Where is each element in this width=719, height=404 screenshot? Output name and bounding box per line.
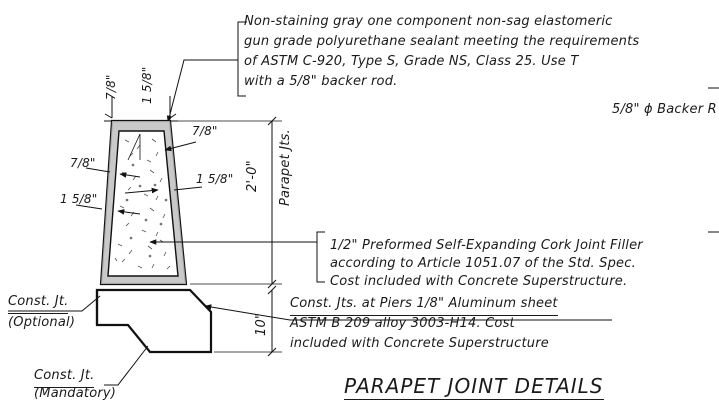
piers-note-line-3: included with Concrete Superstructure (290, 336, 549, 351)
cork-note-line-1: 1/2" Preformed Self-Expanding Cork Joint… (330, 238, 643, 253)
top-inner-arrows (127, 133, 141, 161)
sealant-note-line-3: of ASTM C-920, Type S, Grade NS, Class 2… (244, 54, 579, 69)
deck-base-outline (95, 288, 213, 354)
const-jt-optional-leader (8, 295, 101, 312)
cork-filler (114, 138, 171, 270)
sealant-leader (166, 59, 238, 123)
drawing-title: PARAPET JOINT DETAILS (344, 374, 604, 400)
sealant-note-line-2: gun grade polyurethane sealant meeting t… (244, 34, 640, 49)
parapet-jts-label: Parapet Jts. (278, 129, 293, 206)
cork-note-line-2: according to Article 1051.07 of the Std.… (330, 256, 636, 271)
left-7-8-arrows (85, 168, 141, 177)
top-dim-tick-left (104, 96, 113, 119)
sealant-note-bracket (237, 21, 247, 97)
dim-top-right: 1 5/8" (140, 66, 154, 104)
dim-left-1-5-8: 1 5/8" (60, 192, 98, 206)
dim-left-7-8: 7/8" (70, 156, 96, 170)
sealant-note-line-4: with a 5/8" backer rod. (244, 74, 398, 89)
piers-note-line-1: Const. Jts. at Piers 1/8" Aluminum sheet (290, 294, 558, 316)
sealant-note-line-1: Non-staining gray one component non-sag … (244, 14, 613, 29)
cork-note-bracket (316, 231, 325, 283)
piers-leader (204, 304, 612, 321)
dim-10-label: 10" (254, 312, 269, 336)
sealant-inner-line (107, 130, 179, 277)
const-jt-mandatory-label: Const. Jt. (34, 366, 95, 388)
inner-right-arrow (164, 141, 197, 152)
cork-note-line-3: Cost included with Concrete Superstructu… (330, 274, 628, 289)
const-jt-optional-label: Const. Jt. (8, 292, 69, 314)
dim-top-left: 7/8" (104, 74, 118, 100)
piers-note-line-2: ASTM B 209 alloy 3003-H14. Cost (290, 316, 515, 331)
dim-2-0-label: 2'-0" (245, 160, 260, 192)
const-jt-optional-sublabel: (Optional) (8, 315, 76, 330)
backer-rod-label: 5/8" ϕ Backer R (612, 102, 717, 117)
right-1-5-8-arrows (124, 187, 203, 193)
dim-inner-right: 7/8" (192, 124, 218, 138)
const-jt-mandatory-sublabel: (Mandatory) (34, 386, 117, 401)
top-dim-tick-right (169, 96, 177, 119)
dim-right-1-5-8: 1 5/8" (196, 172, 234, 186)
left-1-5-8-arrows (75, 205, 141, 214)
const-jt-mandatory-leader (104, 345, 149, 386)
